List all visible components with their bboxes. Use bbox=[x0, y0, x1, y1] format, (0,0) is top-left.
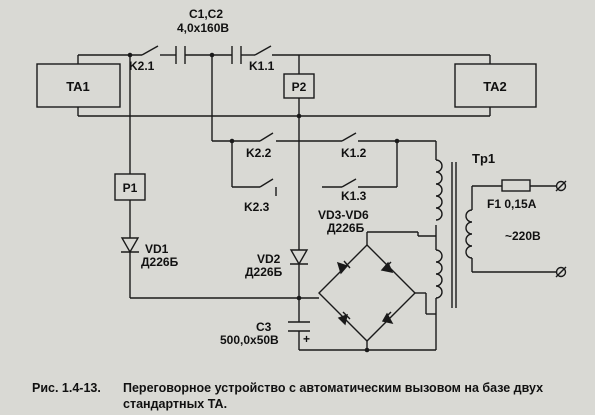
capacitor-c3 bbox=[288, 321, 310, 332]
capacitor-c1 bbox=[175, 46, 186, 64]
ta1-label: TA1 bbox=[66, 79, 90, 94]
lower-rail-wires bbox=[77, 107, 491, 117]
transformer-tp1 bbox=[418, 140, 473, 314]
mains-voltage-label: ~220B bbox=[505, 229, 541, 243]
k1-3-label: K1.3 bbox=[341, 189, 367, 203]
c3-plus-label: + bbox=[303, 332, 310, 346]
vd2-type-label: Д226Б bbox=[245, 265, 283, 279]
capacitor-c2 bbox=[231, 46, 242, 64]
switch-network-wires bbox=[231, 132, 418, 196]
relay-p2-box bbox=[283, 73, 315, 99]
k2-2-label: K2.2 bbox=[246, 146, 272, 160]
switch-k1-1 bbox=[254, 45, 272, 56]
vd1-name-label: VD1 bbox=[145, 242, 169, 256]
k2-1-label: K2.1 bbox=[129, 59, 155, 73]
c3-name-label: C3 bbox=[256, 320, 272, 334]
c1c2-value-label: 4,0x160B bbox=[177, 21, 229, 35]
diode-vd1 bbox=[120, 237, 140, 254]
caption-line-2: стандартных ТА. bbox=[123, 397, 227, 411]
junction-dot bbox=[364, 347, 370, 353]
c3-value-label: 500,0x50B bbox=[220, 333, 279, 347]
figure-number: Рис. 1.4-13. bbox=[32, 381, 101, 395]
mains-terminal-top bbox=[555, 180, 567, 192]
junction-dot bbox=[209, 52, 215, 58]
ta2-label: TA2 bbox=[483, 79, 507, 94]
k1-2-label: K1.2 bbox=[341, 146, 367, 160]
switch-k2-1 bbox=[141, 45, 159, 56]
caption-line-1: Переговорное устройство с автоматическим… bbox=[123, 381, 543, 395]
mains-terminal-bottom bbox=[555, 266, 567, 278]
relay-p2-label: P2 bbox=[292, 80, 307, 94]
vd2-name-label: VD2 bbox=[257, 252, 281, 266]
transformer-label: Tp1 bbox=[472, 151, 495, 166]
vd3-vd6-type-label: Д226Б bbox=[327, 221, 365, 235]
c1c2-name-label: C1,C2 bbox=[189, 7, 223, 21]
junction-dot bbox=[296, 113, 302, 119]
junction-dot bbox=[127, 52, 133, 58]
mains-wiring bbox=[472, 179, 556, 273]
junction-dot bbox=[394, 138, 400, 144]
vd3-vd6-name-label: VD3-VD6 bbox=[318, 208, 369, 222]
junction-dot bbox=[229, 138, 235, 144]
ta2-box bbox=[454, 63, 537, 108]
k2-3-label: K2.3 bbox=[244, 200, 270, 214]
left-branch-wires bbox=[129, 55, 299, 299]
diode-bridge-vd3-vd6 bbox=[299, 231, 437, 351]
fuse-f1-label: F1 0,15A bbox=[487, 197, 537, 211]
k1-1-label: K1.1 bbox=[249, 59, 275, 73]
ta1-box bbox=[36, 63, 121, 108]
relay-p1-label: P1 bbox=[123, 181, 138, 195]
relay-p1-box bbox=[114, 173, 146, 201]
diode-vd2 bbox=[289, 249, 309, 266]
center-branch-wires bbox=[211, 55, 300, 350]
vd1-type-label: Д226Б bbox=[141, 255, 179, 269]
